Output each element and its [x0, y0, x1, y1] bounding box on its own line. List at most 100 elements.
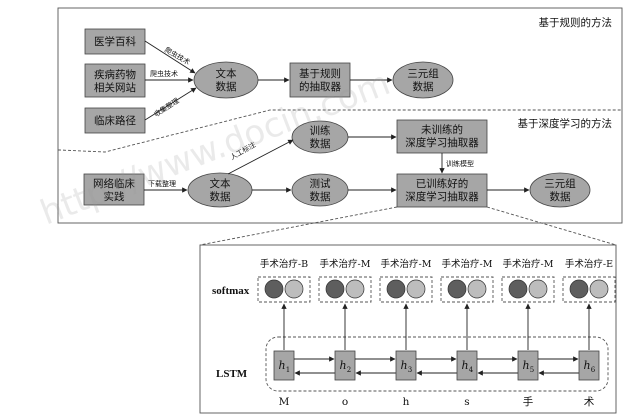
node-rule-triples-l2: 数据	[413, 80, 434, 93]
softmax-box	[257, 276, 311, 303]
hidden-state-label: h	[583, 359, 590, 372]
hidden-state-cell	[273, 350, 295, 381]
node-rule-extractor-l1: 基于规则	[299, 67, 341, 80]
softmax-box	[379, 276, 433, 303]
node-test-data-l1: 测试	[310, 177, 331, 190]
hidden-state-label: h	[461, 359, 468, 372]
tag-label: 手术治疗-M	[503, 258, 554, 270]
node-online-clinical-practice	[83, 173, 145, 206]
hidden-state-index: 1	[286, 366, 290, 374]
input-token: M	[279, 396, 290, 408]
input-token: 手	[523, 395, 534, 408]
softmax-unit-light	[345, 279, 365, 299]
tag-label: 手术治疗-M	[381, 258, 432, 270]
softmax-unit-light	[589, 279, 609, 299]
softmax-box	[318, 276, 372, 303]
node-dl-triples	[529, 172, 591, 208]
tag-label: 手术治疗-E	[565, 258, 613, 270]
node-dl-triples-l2: 数据	[550, 190, 571, 203]
edge-sites-label: 爬虫技术	[150, 69, 178, 78]
node-rule-text-data-l1: 文本	[216, 67, 237, 80]
hidden-state-cell	[456, 350, 478, 381]
node-trained-extractor-l1: 已训练好的	[416, 177, 469, 190]
node-clinical-pathway	[84, 107, 146, 134]
node-training-data-l2: 数据	[310, 137, 331, 150]
hidden-state-index: 3	[408, 366, 412, 374]
node-training-data-l1: 训练	[310, 124, 331, 137]
node-clinical-pathway-label: 临床路径	[94, 114, 136, 127]
zoom-line-right	[486, 206, 617, 246]
softmax-unit-dark	[325, 279, 345, 299]
tag-label: 手术治疗-B	[260, 258, 308, 270]
softmax-unit-dark	[569, 279, 589, 299]
input-token: h	[403, 396, 410, 408]
softmax-unit-dark	[508, 279, 528, 299]
hidden-state-index: 2	[347, 366, 351, 374]
edge-text-training	[227, 139, 294, 175]
node-online-clinical-practice-l1: 网络临床	[93, 177, 135, 190]
softmax-unit-light	[406, 279, 426, 299]
node-trained-extractor	[396, 173, 488, 208]
edge-manual-label: 人工标注	[229, 140, 258, 162]
hidden-state-index: 6	[591, 366, 596, 374]
softmax-unit-dark	[264, 279, 284, 299]
node-disease-drug-sites-l1: 疾病药物	[94, 68, 136, 81]
hidden-state-index: 5	[530, 366, 534, 374]
node-medical-encyclopedia-label: 医学百科	[94, 35, 136, 48]
softmax-label: softmax	[212, 285, 250, 297]
node-untrained-extractor	[396, 119, 488, 154]
node-dl-text-data-l2: 数据	[210, 190, 231, 203]
node-trained-extractor-l2: 深度学习抽取器	[405, 190, 479, 203]
hidden-state-index: 4	[469, 366, 474, 374]
node-disease-drug-sites-l2: 相关网站	[94, 81, 136, 94]
node-untrained-extractor-l1: 未训练的	[421, 123, 463, 136]
lstm-label: LSTM	[216, 368, 248, 380]
edge-encyclopedia-text	[144, 40, 196, 74]
section-divider	[58, 109, 622, 153]
dl-section-title: 基于深度学习的方法	[518, 117, 613, 130]
softmax-box	[562, 276, 616, 303]
lstm-panel	[199, 244, 617, 414]
tag-label: 手术治疗-M	[442, 258, 493, 270]
hidden-state-label: h	[400, 359, 407, 372]
hidden-state-cell	[517, 350, 539, 381]
softmax-box	[440, 276, 494, 303]
node-rule-triples-l1: 三元组	[407, 67, 439, 80]
edge-practice-label: 下载整理	[148, 179, 176, 188]
tag-label: 手术治疗-M	[320, 258, 371, 270]
node-rule-text-data-l2: 数据	[216, 80, 237, 93]
edge-pathway-text	[144, 87, 197, 121]
edge-pathway-label: 收集整理	[152, 96, 180, 119]
rule-section-title: 基于规则的方法	[539, 16, 613, 29]
node-dl-triples-l1: 三元组	[544, 177, 576, 190]
hidden-state-label: h	[339, 359, 346, 372]
edge-train-label: 训练模型	[446, 159, 474, 168]
softmax-unit-dark	[386, 279, 406, 299]
hidden-state-cell	[334, 350, 356, 381]
input-token: 术	[584, 396, 595, 408]
softmax-unit-light	[284, 279, 304, 299]
lstm-dashed-group	[265, 336, 609, 392]
edge-encyclopedia-label: 爬虫技术	[163, 45, 192, 67]
softmax-unit-light	[528, 279, 548, 299]
node-untrained-extractor-l2: 深度学习抽取器	[405, 136, 479, 149]
node-dl-text-data-l1: 文本	[210, 177, 231, 190]
node-rule-extractor-l2: 的抽取器	[299, 80, 341, 93]
hidden-state-label: h	[278, 359, 285, 372]
hidden-state-cell	[395, 350, 417, 381]
input-token: o	[342, 396, 348, 408]
node-rule-triples	[392, 61, 454, 99]
softmax-unit-light	[467, 279, 487, 299]
hidden-state-label: h	[522, 359, 529, 372]
softmax-unit-dark	[447, 279, 467, 299]
node-online-clinical-practice-l2: 实践	[104, 190, 125, 203]
hidden-state-cell	[578, 350, 600, 381]
input-token: s	[464, 396, 469, 408]
node-test-data-l2: 数据	[310, 190, 331, 203]
outer-frame	[57, 7, 623, 224]
zoom-line-left	[199, 206, 398, 246]
softmax-box	[501, 276, 555, 303]
node-disease-drug-sites	[84, 63, 146, 98]
